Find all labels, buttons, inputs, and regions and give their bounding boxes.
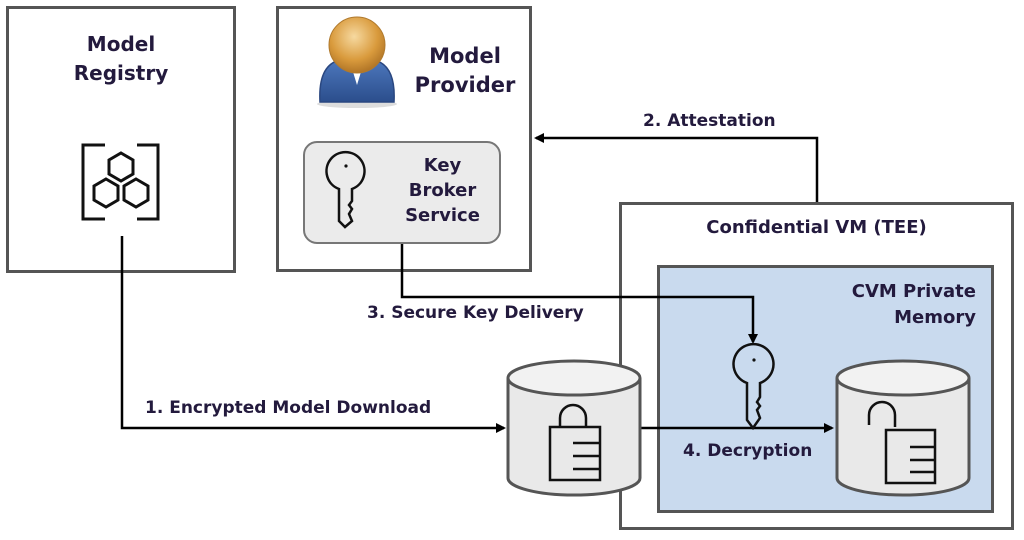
confidential-vm-title: Confidential VM (TEE) — [706, 217, 927, 238]
model-provider-title-line2: Provider — [414, 73, 516, 97]
edge-label-secure-key-delivery: 3. Secure Key Delivery — [367, 303, 584, 323]
edge-encrypted-model-download — [120, 236, 506, 433]
cvm-title-line1: CVM Private — [851, 281, 976, 302]
model-registry-box — [6, 6, 236, 273]
edge-attestation — [534, 133, 819, 202]
edge-label-decryption: 4. Decryption — [683, 441, 813, 461]
edge-label-attestation: 2. Attestation — [643, 111, 776, 131]
unlocked-database-icon — [835, 359, 971, 497]
model-registry-title: Model Registry — [6, 30, 236, 88]
model-provider-title-line1: Model — [429, 44, 501, 68]
model-registry-title-line2: Registry — [73, 61, 169, 85]
model-registry-title-line1: Model — [86, 32, 156, 56]
delivered-key-icon — [732, 342, 775, 431]
kbs-title-line3: Service — [405, 205, 480, 226]
model-registry-icon — [81, 143, 160, 221]
key-broker-service-title: Key Broker Service — [385, 153, 500, 228]
key-icon — [325, 150, 366, 229]
edge-secure-key-delivery — [400, 244, 758, 344]
locked-database-icon — [506, 359, 642, 497]
cvm-title-line2: Memory — [894, 307, 976, 328]
kbs-title-line1: Key — [423, 155, 462, 176]
cvm-private-memory-title: CVM Private Memory — [810, 279, 976, 331]
key-broker-service-box — [303, 141, 501, 244]
edge-label-encrypted-model-download: 1. Encrypted Model Download — [145, 398, 432, 418]
model-provider-title: Model Provider — [405, 42, 525, 100]
kbs-title-line2: Broker — [408, 180, 477, 201]
user-avatar-icon — [317, 16, 397, 108]
